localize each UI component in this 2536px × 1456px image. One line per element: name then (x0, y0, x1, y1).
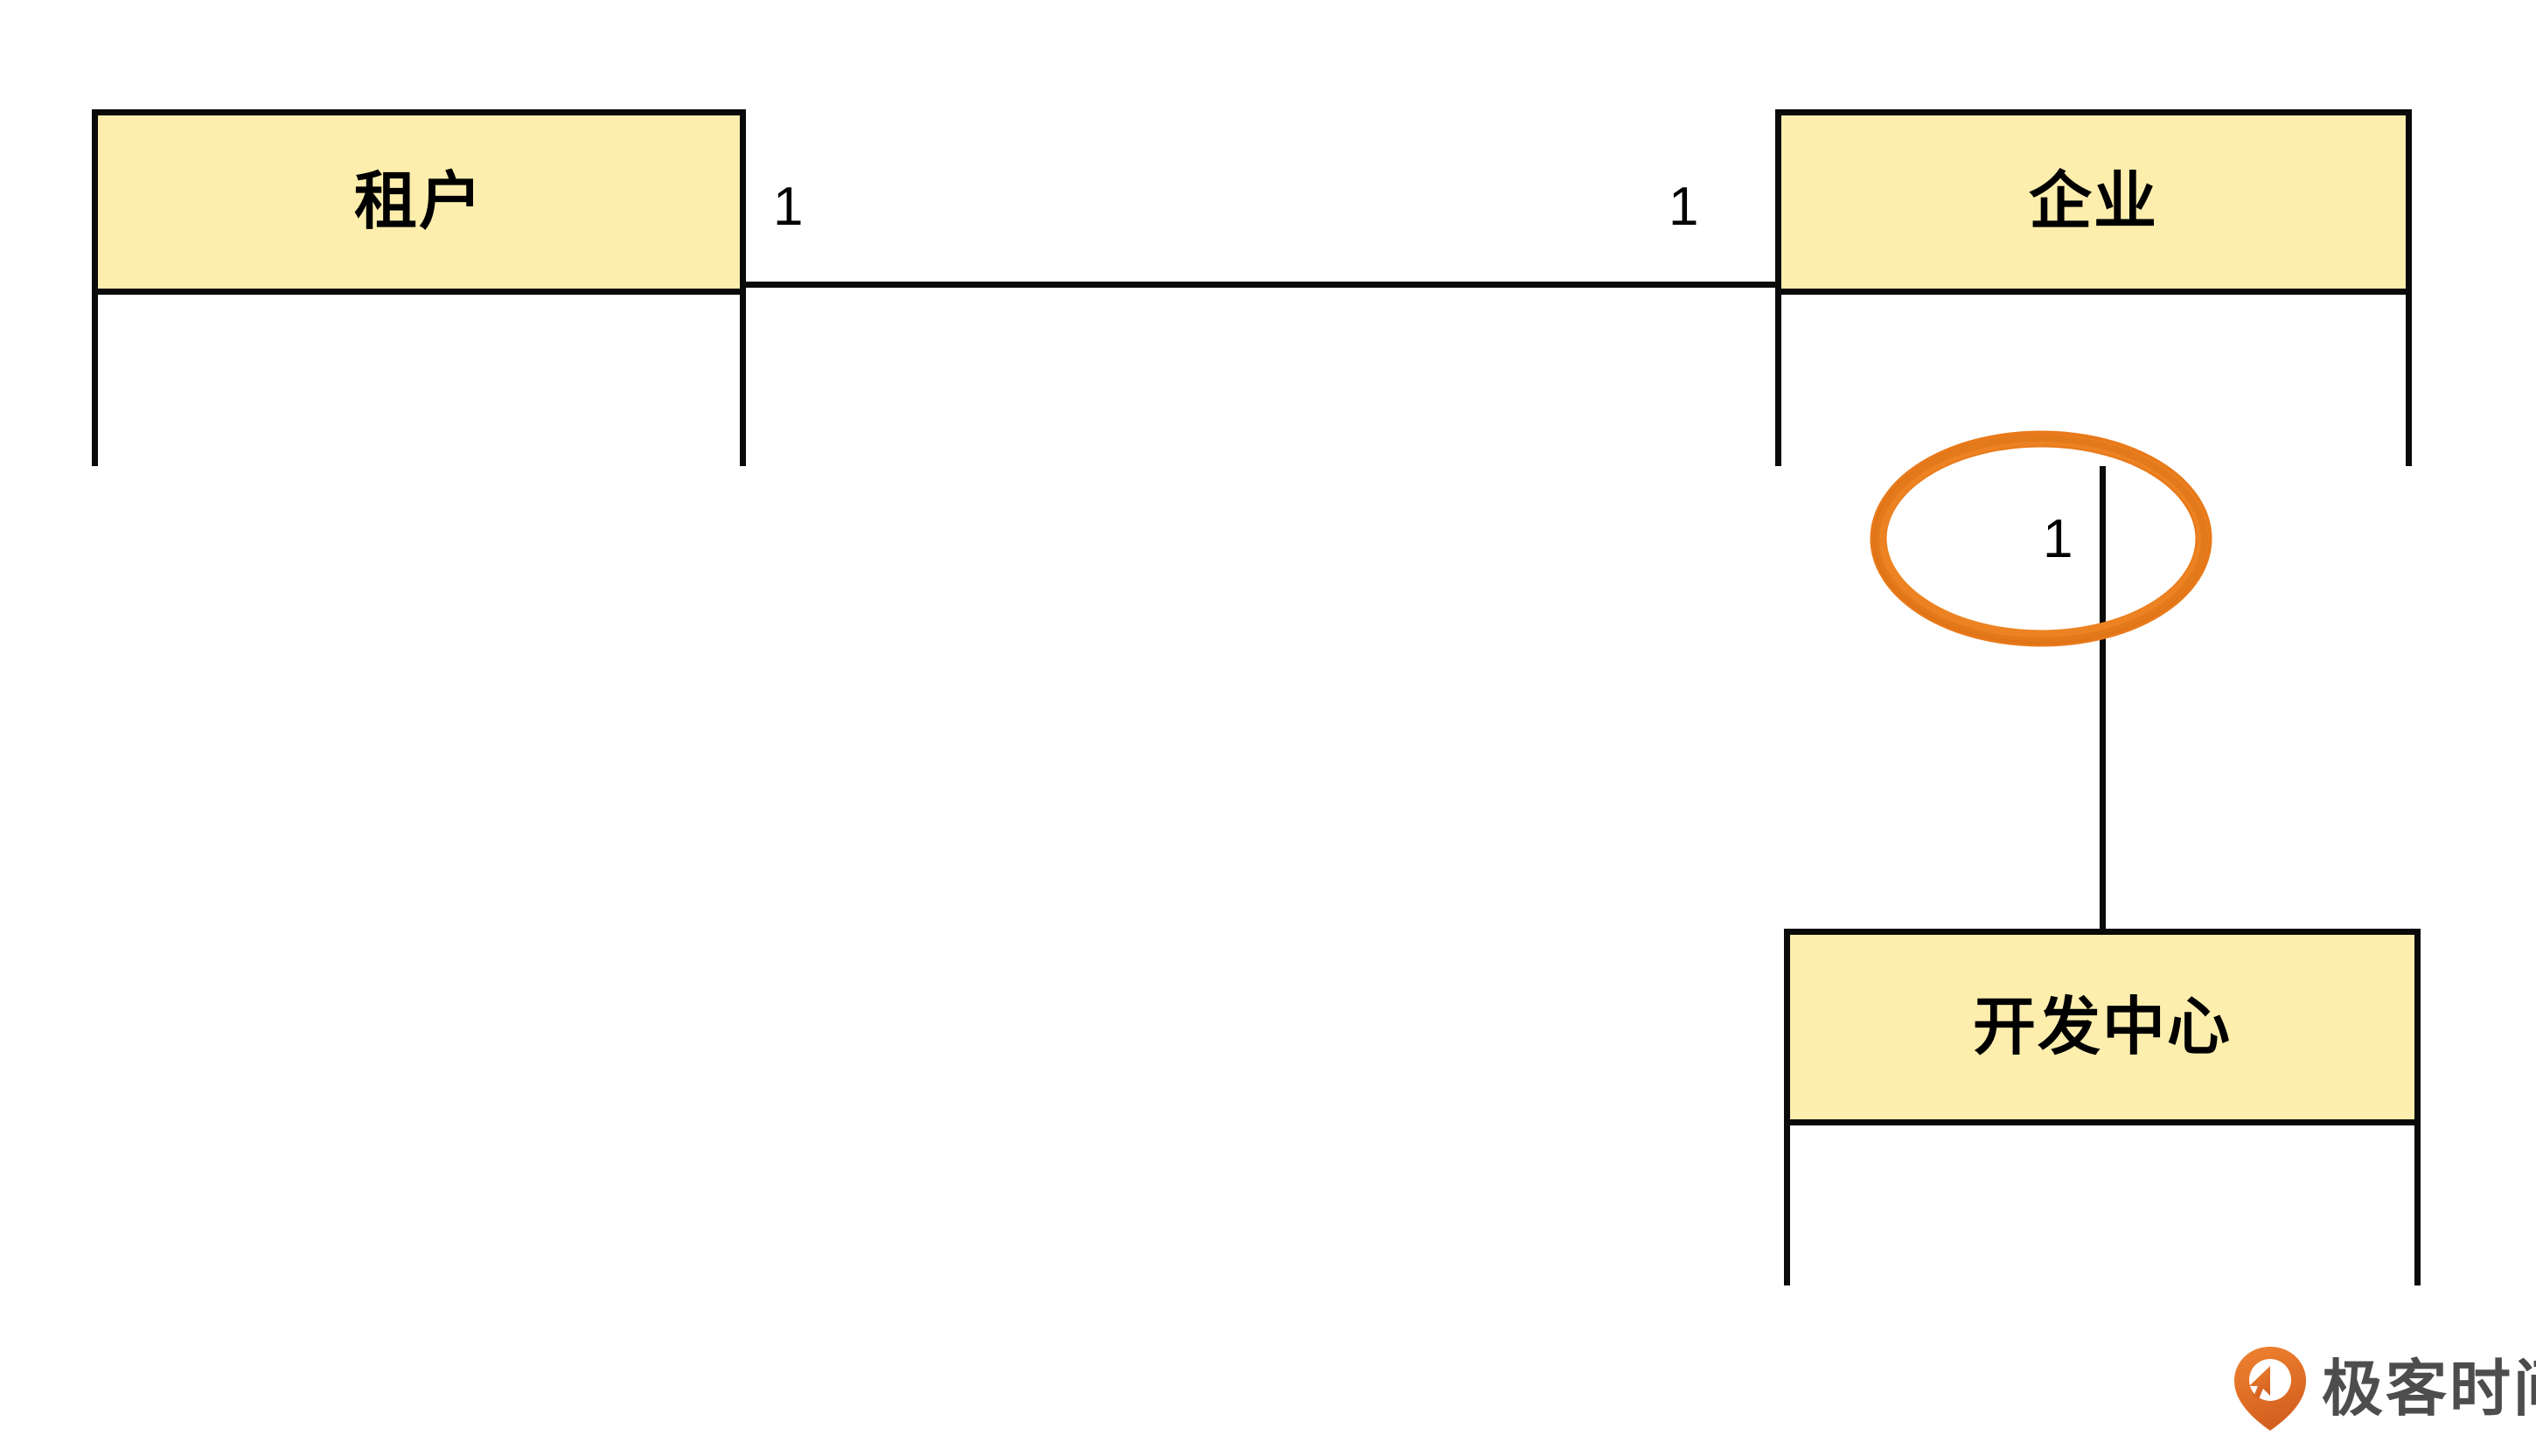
watermark-brand-text: 极客时间 (2322, 1355, 2536, 1423)
uml-class-name-enterprise: 企业 (2028, 167, 2158, 237)
uml-class-body-enterprise (1781, 295, 2406, 466)
multiplicity-label-tenant-side: 1 (773, 177, 804, 237)
association-line-tenant-enterprise (740, 282, 1780, 288)
geektime-pin-icon (2233, 1345, 2308, 1432)
uml-class-header-dev-center: 开发中心 (1790, 935, 2414, 1125)
multiplicity-label-enterprise-side: 1 (1669, 177, 1699, 237)
uml-class-dev-center[interactable]: 开发中心 (1784, 929, 2421, 1285)
uml-class-tenant[interactable]: 租户 (92, 109, 746, 466)
uml-class-body-tenant (98, 295, 740, 466)
highlight-ellipse-stroke-outer (1870, 430, 2212, 647)
association-line-enterprise-devcenter (2100, 462, 2106, 932)
geektime-pin-svg (2234, 1347, 2306, 1431)
uml-class-body-dev-center (1790, 1125, 2414, 1285)
watermark-logo: 极客时间 (2233, 1345, 2536, 1432)
uml-class-name-dev-center: 开发中心 (1972, 992, 2232, 1062)
uml-class-header-enterprise: 企业 (1781, 115, 2406, 295)
uml-class-name-tenant: 租户 (353, 167, 484, 237)
multiplicity-label-enterprise-devcenter: 1 (2043, 509, 2073, 569)
pin-cursor-arrow (2249, 1366, 2270, 1399)
uml-class-enterprise[interactable]: 企业 (1775, 109, 2412, 466)
highlight-ellipse-stroke-inner (1875, 434, 2209, 642)
highlight-ellipse-stroke-edge (1872, 435, 2208, 644)
uml-class-header-tenant: 租户 (98, 115, 740, 295)
